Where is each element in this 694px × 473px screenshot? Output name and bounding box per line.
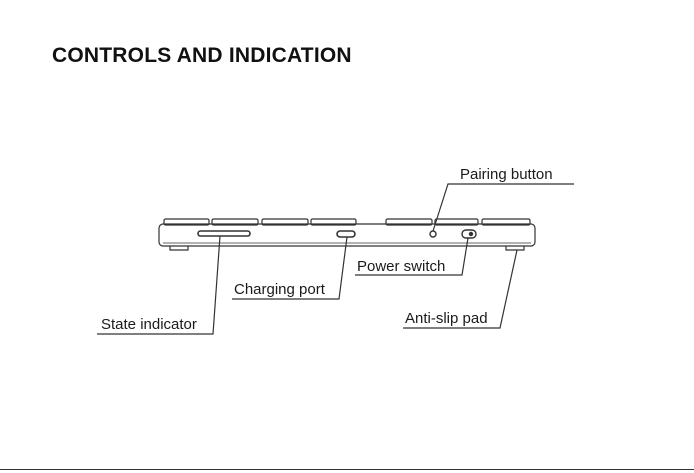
anti-slip-pad-label: Anti-slip pad xyxy=(405,310,488,328)
charging-port xyxy=(337,231,355,237)
state-indicator-label: State indicator xyxy=(101,316,197,334)
anti-slip-pad-left xyxy=(170,246,188,250)
pairing-button-label: Pairing button xyxy=(460,166,553,184)
power-switch-label: Power switch xyxy=(357,258,445,276)
page-bottom-rule xyxy=(0,469,694,470)
anti-slip-pad-right xyxy=(506,246,524,250)
pairing-button xyxy=(430,231,436,237)
state-indicator-slot xyxy=(198,231,250,236)
charging-port-label: Charging port xyxy=(234,281,325,299)
